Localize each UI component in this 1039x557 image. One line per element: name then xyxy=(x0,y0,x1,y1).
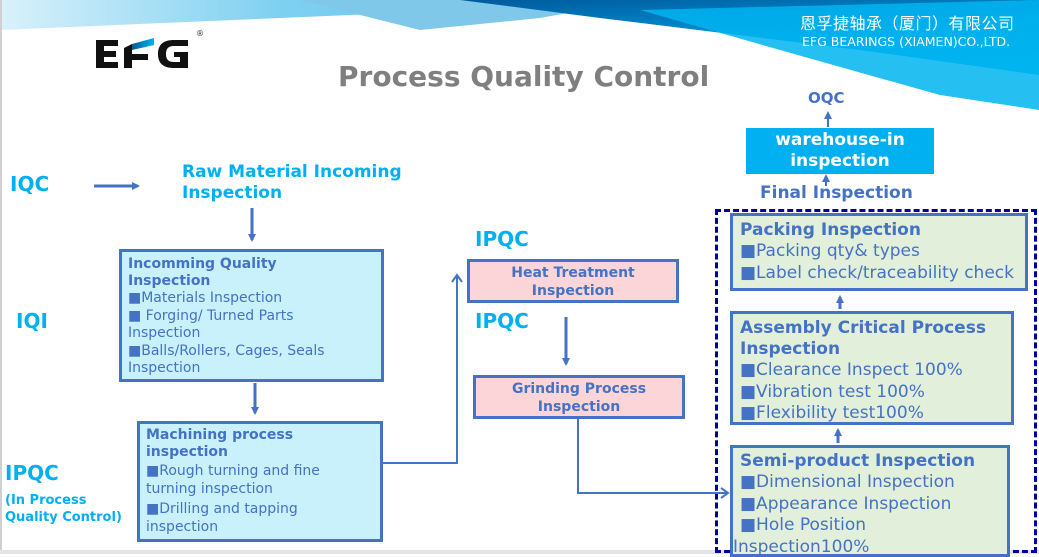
box-title: Incomming Quality xyxy=(128,256,375,273)
box-title: Inspection xyxy=(128,273,375,290)
box-item: ■Materials Inspection xyxy=(128,290,375,308)
packing-inspection-box: Packing Inspection ■Packing qty& types ■… xyxy=(730,213,1028,291)
registered-mark: ® xyxy=(196,29,204,38)
box-title: Inspection xyxy=(740,339,1004,360)
stage-label-iqi: IQI xyxy=(16,309,48,333)
box-title: Machining process xyxy=(146,427,374,444)
box-item: Inspection xyxy=(128,360,375,378)
box-title: Grinding Process xyxy=(476,380,682,398)
raw-material-label: Raw Material Incoming Inspection xyxy=(182,162,402,204)
box-item: ■Packing qty& types xyxy=(740,241,1018,263)
box-item: ■Drilling and tapping xyxy=(146,501,374,519)
box-title: Inspection xyxy=(476,398,682,416)
box-title: Heat Treatment xyxy=(470,264,676,282)
grinding-process-inspection-box: Grinding Process Inspection xyxy=(473,375,685,419)
box-item: ■Appearance Inspection xyxy=(740,494,1000,516)
stage-label-oqc: OQC xyxy=(808,89,845,107)
box-title: inspection xyxy=(146,444,374,461)
box-title: Inspection xyxy=(470,282,676,300)
company-name-en: EFG BEARINGS (XIAMEN)CO.,LTD. xyxy=(802,34,1010,49)
box-item: ■ Forging/ Turned Parts xyxy=(128,308,375,326)
box-item: ■Vibration test 100% xyxy=(740,382,1004,404)
box-item: ■Clearance Inspect 100% xyxy=(740,360,1004,382)
box-item: ■Label check/traceability check xyxy=(740,263,1018,285)
stage-label-ipqc: IPQC xyxy=(5,461,59,485)
semi-product-inspection-box: Semi-product Inspection ■Dimensional Ins… xyxy=(730,445,1010,557)
slide-left-border xyxy=(0,0,2,554)
box-title: warehouse-in xyxy=(746,130,934,151)
stage-sublabel-ipqc-2: Quality Control) xyxy=(5,510,122,526)
stage-label-iqc: IQC xyxy=(10,172,49,196)
heat-treatment-inspection-box: Heat Treatment Inspection xyxy=(467,259,679,303)
stage-label-ipqc-grind: IPQC xyxy=(475,309,529,333)
box-item: inspection xyxy=(146,519,374,537)
box-item: ■Hole Position xyxy=(740,515,1000,537)
stage-sublabel-ipqc-1: (In Process xyxy=(5,493,86,509)
box-item: ■Balls/Rollers, Cages, Seals xyxy=(128,343,375,361)
incoming-quality-inspection-box: Incomming Quality Inspection ■Materials … xyxy=(119,249,384,382)
machining-process-inspection-box: Machining process inspection ■Rough turn… xyxy=(137,421,383,542)
stage-label-ipqc-heat: IPQC xyxy=(475,227,529,251)
box-title: Assembly Critical Process xyxy=(740,318,1004,339)
efg-logo: ® xyxy=(92,26,212,76)
warehouse-in-inspection-box: warehouse-in inspection xyxy=(746,128,934,174)
final-inspection-label: Final Inspection xyxy=(760,183,913,203)
box-title: Packing Inspection xyxy=(740,220,1018,241)
raw-material-line2: Inspection xyxy=(182,183,402,204)
company-name-cn: 恩孚捷轴承（厦门）有限公司 xyxy=(800,10,1015,34)
box-item: ■Flexibility test100% xyxy=(740,403,1004,425)
page-title: Process Quality Control xyxy=(338,60,709,93)
box-item: ■Rough turning and fine xyxy=(146,463,374,481)
box-item: ■Dimensional Inspection xyxy=(740,472,1000,494)
raw-material-line1: Raw Material Incoming xyxy=(182,162,402,183)
box-title: inspection xyxy=(746,151,934,172)
box-item: Inspection xyxy=(128,325,375,343)
box-item: turning inspection xyxy=(146,481,374,499)
box-title: Semi-product Inspection xyxy=(740,451,1000,472)
assembly-critical-process-inspection-box: Assembly Critical Process Inspection ■Cl… xyxy=(730,311,1014,425)
